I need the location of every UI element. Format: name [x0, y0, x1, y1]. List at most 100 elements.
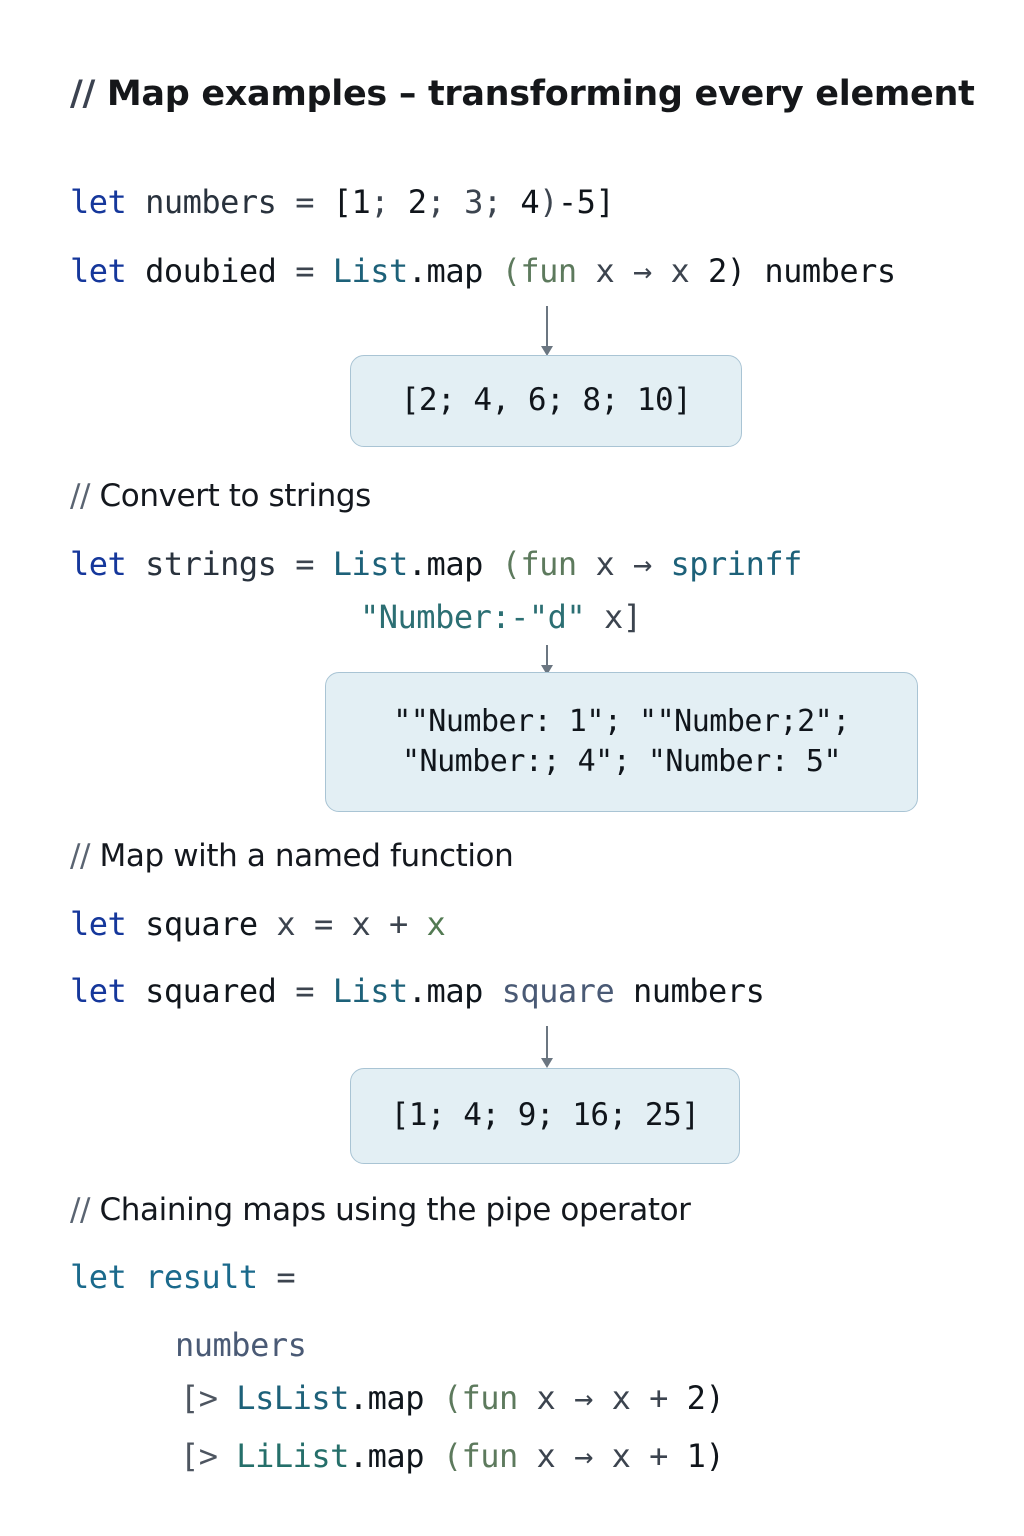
- code-token: List: [332, 972, 409, 1010]
- code-token: squared: [126, 972, 296, 1010]
- code-token: =: [313, 905, 352, 943]
- comment-text: Map with a named function: [99, 838, 514, 874]
- code-token: (fun: [501, 252, 578, 290]
- code-token: ;: [370, 183, 408, 221]
- code-line-chaining-2: [> LsList.map (fun x → x + 2): [180, 1379, 725, 1417]
- code-token: LiList: [236, 1437, 349, 1475]
- result-value: [1; 4; 9; 16; 25]: [390, 1097, 700, 1134]
- code-token: 4: [520, 183, 540, 221]
- code-token: numbers: [745, 252, 896, 290]
- result-box-strings: ""Number: 1"; ""Number;2";"Number:; 4"; …: [325, 672, 918, 812]
- code-token: x: [611, 1379, 650, 1417]
- code-token: (fun: [501, 545, 578, 583]
- code-token: List: [332, 252, 409, 290]
- code-token: .map: [407, 972, 502, 1010]
- code-token: →: [574, 1379, 612, 1417]
- code-token: →: [574, 1437, 612, 1475]
- code-token: x: [276, 905, 314, 943]
- code-token: =: [295, 252, 333, 290]
- result-box-squared: [1; 4; 9; 16; 25]: [350, 1068, 740, 1164]
- code-token: →: [632, 252, 652, 290]
- code-token: x: [651, 252, 709, 290]
- code-token: ;: [482, 183, 521, 221]
- code-token: →: [632, 545, 671, 583]
- code-line-chaining-0: let result =: [70, 1258, 296, 1296]
- code-token: =: [295, 545, 333, 583]
- code-token: +: [389, 905, 427, 943]
- code-token: result: [126, 1258, 277, 1296]
- code-token: 1: [686, 1437, 706, 1475]
- code-token: 2: [686, 1379, 706, 1417]
- code-token: "Number:-"d": [360, 598, 586, 636]
- code-token: .map: [348, 1437, 443, 1475]
- code-token: =: [276, 1258, 296, 1296]
- code-line-strings-0: let strings = List.map (fun x → sprinff: [70, 545, 802, 583]
- code-line-squared-1: let squared = List.map square numbers: [70, 972, 765, 1010]
- comment-text: Chaining maps using the pipe operator: [99, 1192, 691, 1228]
- code-token: numbers: [126, 183, 296, 221]
- comment-line-squared: // Map with a named function: [70, 838, 514, 874]
- code-token: -5]: [557, 183, 615, 221]
- code-token: x]: [585, 598, 642, 636]
- code-token: [>: [180, 1379, 237, 1417]
- code-line-chaining-1: numbers: [175, 1326, 307, 1364]
- code-token: let: [70, 252, 127, 290]
- code-token: +: [649, 1437, 687, 1475]
- result-value: [2; 4, 6; 8; 10]: [400, 382, 692, 419]
- code-token: sprinff: [670, 545, 803, 583]
- flow-arrow-line: [546, 1026, 548, 1058]
- comment-slashes: //: [70, 1192, 100, 1228]
- flow-arrow-head-icon: [541, 346, 553, 356]
- flow-arrow-line: [546, 306, 548, 346]
- comment-line-chaining: // Chaining maps using the pipe operator: [70, 1192, 691, 1228]
- code-token: ): [539, 183, 558, 221]
- code-token: 2: [407, 183, 427, 221]
- code-token: [1: [332, 183, 371, 221]
- code-token: 2: [708, 252, 727, 290]
- code-token: .map: [348, 1379, 443, 1417]
- code-token: ): [705, 1437, 725, 1475]
- comment-line-strings: // Convert to strings: [70, 478, 371, 514]
- title-comment-slashes: //: [70, 74, 107, 114]
- result-value: "Number:; 4"; "Number: 5": [401, 744, 842, 779]
- code-token: =: [295, 183, 333, 221]
- code-token: ): [705, 1379, 725, 1417]
- flow-arrow-line: [546, 645, 548, 665]
- code-token: x: [611, 1437, 650, 1475]
- code-token: ): [726, 252, 746, 290]
- code-token: numbers: [614, 972, 765, 1010]
- code-token: doubied: [126, 252, 296, 290]
- code-token: x: [576, 545, 633, 583]
- code-token: let: [70, 545, 127, 583]
- code-token: +: [649, 1379, 687, 1417]
- code-token: (fun: [442, 1437, 519, 1475]
- code-line-doubled-0: let numbers = [1; 2; 3; 4)-5]: [70, 183, 615, 221]
- code-token: .map: [407, 252, 502, 290]
- code-token: let: [70, 972, 127, 1010]
- code-line-chaining-3: [> LiList.map (fun x → x + 1): [180, 1437, 725, 1475]
- code-token: List: [332, 545, 409, 583]
- code-token: .map: [407, 545, 502, 583]
- code-token: let: [70, 183, 127, 221]
- code-token: x: [351, 905, 390, 943]
- code-line-squared-0: let square x = x + x: [70, 905, 446, 943]
- page-title: // Map examples – transforming every ele…: [70, 74, 975, 114]
- code-token: let: [70, 1258, 127, 1296]
- comment-text: Convert to strings: [99, 478, 372, 514]
- comment-slashes: //: [70, 838, 100, 874]
- code-token: [>: [180, 1437, 237, 1475]
- result-box-doubled: [2; 4, 6; 8; 10]: [350, 355, 742, 447]
- code-token: x: [426, 905, 446, 943]
- code-token: square: [126, 905, 277, 943]
- code-token: (fun: [442, 1379, 519, 1417]
- code-token: square: [501, 972, 615, 1010]
- code-line-doubled-1: let doubied = List.map (fun x → x 2) num…: [70, 252, 896, 290]
- flow-arrow-head-icon: [541, 665, 553, 675]
- title-text: Map examples – transforming every elemen…: [106, 74, 975, 114]
- code-token: LsList: [236, 1379, 349, 1417]
- code-line-strings-1: "Number:-"d" x]: [360, 598, 642, 636]
- code-token: =: [295, 972, 333, 1010]
- flow-arrow-head-icon: [541, 1058, 553, 1068]
- code-token: numbers: [175, 1326, 307, 1364]
